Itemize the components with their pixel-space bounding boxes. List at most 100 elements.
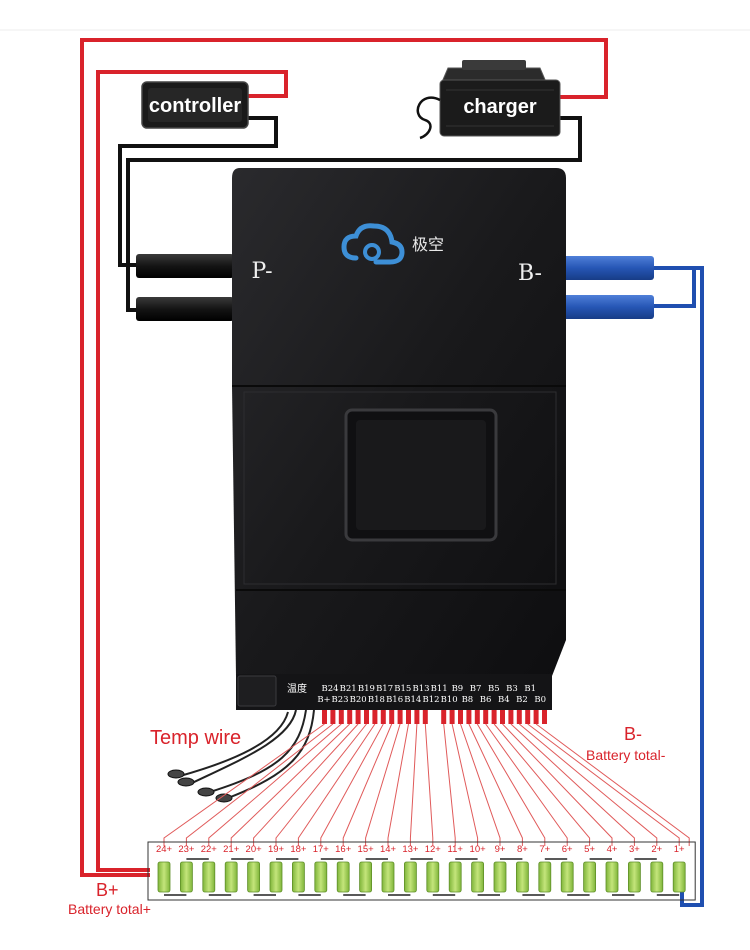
header-pin: [330, 710, 336, 724]
balance-wire: [208, 723, 342, 846]
temp-port: [237, 675, 277, 707]
header-pin: [533, 710, 539, 724]
cell-label: 11+: [447, 844, 463, 855]
cell-label: 12+: [425, 844, 442, 855]
balance-wire: [476, 723, 546, 846]
port-label: B19: [358, 684, 375, 694]
battery-cell: [605, 861, 619, 893]
battery-cell: [538, 861, 552, 893]
battery-cell: [516, 861, 529, 893]
balance-wire: [185, 723, 334, 846]
battery-cell: [157, 861, 171, 893]
header-pin: [500, 710, 505, 724]
port-label: B23: [331, 695, 348, 705]
battery-cell: [179, 861, 193, 893]
balance-wires: [163, 723, 690, 846]
pin-header: [322, 710, 547, 724]
balance-wire: [365, 723, 401, 846]
header-pin: [466, 710, 472, 724]
red-wire-controller: [96, 70, 288, 872]
balance-wire: [409, 723, 418, 846]
header-pin: [483, 710, 489, 724]
temp-wires: [179, 709, 315, 799]
balance-wire: [387, 723, 409, 846]
battery-cell: [202, 861, 216, 893]
battery-cells: [147, 841, 696, 901]
controller-label: controller: [149, 95, 241, 117]
port-label: B9: [452, 684, 464, 694]
balance-wire: [253, 723, 359, 846]
cell-label: 23+: [178, 844, 195, 855]
header-pin: [542, 710, 547, 724]
brand-text: 极空: [412, 236, 444, 254]
cell-label: 2+: [651, 844, 662, 855]
b-minus-terminal-label: B-: [518, 261, 542, 286]
p-minus-cable-2: [136, 297, 234, 321]
port-label: B4: [498, 695, 510, 705]
b-plus-label: B+: [96, 880, 119, 900]
battery-cell: [628, 861, 641, 893]
b-minus-cable-2: [562, 295, 654, 319]
cell-label: 10+: [470, 844, 487, 855]
balance-wire: [342, 723, 393, 846]
header-pin: [414, 710, 420, 724]
temp-sensors: [167, 769, 233, 803]
cell-label: 17+: [313, 844, 330, 855]
header-pin: [322, 710, 327, 724]
port-label: B18: [368, 695, 385, 705]
cell-label: 24+: [156, 844, 173, 855]
battery-cell: [493, 861, 507, 893]
balance-wire: [451, 723, 479, 846]
port-label: B17: [376, 684, 393, 694]
cell-label: 3+: [629, 844, 640, 855]
p-minus-label: P-: [251, 259, 272, 284]
cell-label: 20+: [246, 844, 263, 855]
balance-wire: [518, 723, 658, 846]
temp-port-label: 温度: [287, 682, 307, 695]
header-pin: [508, 710, 514, 724]
battery-cell: [224, 861, 238, 893]
battery-cell: [448, 861, 462, 893]
charger-label: charger: [463, 96, 537, 118]
header-pin: [474, 710, 480, 724]
balance-wire: [275, 723, 367, 846]
cell-label: 7+: [539, 844, 550, 855]
charger-box: charger: [416, 60, 561, 140]
header-pin: [422, 710, 428, 724]
port-label: B7: [470, 684, 482, 694]
battery-cell: [560, 861, 574, 893]
port-label: B2: [516, 695, 528, 705]
temp-wire-label: Temp wire: [150, 727, 241, 749]
b-minus-cable-1: [562, 256, 654, 280]
cell-label: 16+: [335, 844, 352, 855]
b-plus-sub-label: Battery total+: [68, 901, 151, 917]
port-label: B0: [534, 695, 546, 705]
balance-wire: [424, 723, 434, 846]
header-pin: [338, 710, 344, 724]
blue-wire-b-minus: [650, 266, 704, 907]
cell-label: 22+: [201, 844, 218, 855]
battery-cell: [471, 861, 485, 893]
battery-cell: [336, 861, 350, 893]
port-label: B3: [506, 684, 518, 694]
cell-label: 1+: [674, 844, 685, 855]
port-label: B14: [404, 695, 421, 705]
red-wire-charger: [80, 38, 608, 877]
port-label: B13: [412, 684, 429, 694]
blue-wire-b-minus-2: [650, 268, 696, 308]
battery-cell: [247, 861, 261, 893]
port-label: B12: [422, 695, 439, 705]
header-pin: [364, 710, 369, 724]
battery-cell: [650, 861, 664, 893]
battery-cell: [403, 861, 417, 893]
port-label: B8: [462, 695, 474, 705]
header-pin: [516, 710, 522, 724]
b-plus-port-label: B+: [317, 695, 330, 705]
port-label: B16: [386, 695, 403, 705]
battery-cell: [314, 861, 328, 893]
battery-cell: [359, 861, 373, 893]
